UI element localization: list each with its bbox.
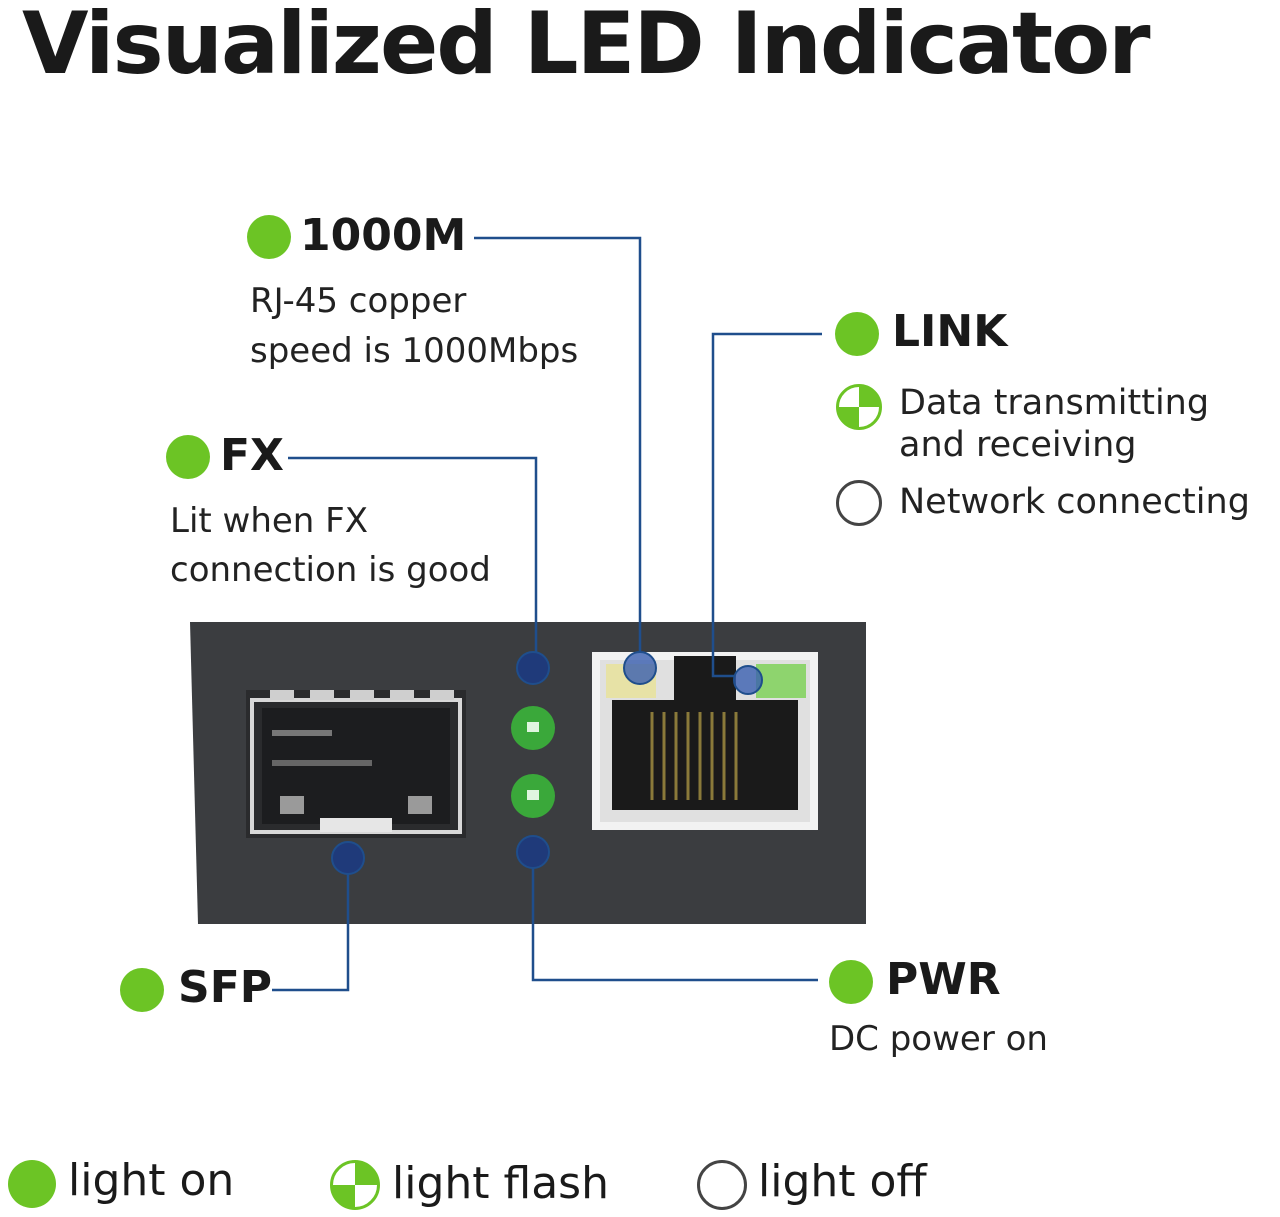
pwr-label: PWR [886,954,1001,1005]
fx-label: FX [220,430,284,481]
link-flash-desc-line-1: Data transmitting [899,383,1210,423]
sfp-port [246,690,466,838]
pwr-led-marker [516,835,550,869]
legend-off-dot [697,1160,747,1210]
callout-lines [272,236,822,992]
rj45-port [592,651,818,830]
pwr-on-dot [829,960,873,1004]
pwr-desc: DC power on [829,1019,1048,1059]
m1000-on-dot [247,215,291,259]
m1000-led-marker [623,651,657,685]
sfp-label: SFP [178,962,272,1013]
link-off-desc: Network connecting [899,482,1250,522]
fx-on-dot [166,435,210,479]
sfp-on-dot [120,968,164,1012]
sfp-led-marker [331,841,365,875]
fx-led-marker [516,651,550,685]
link-flash-desc-line-2: and receiving [899,425,1137,465]
fx-desc-line-1: Lit when FX [170,501,369,541]
m1000-label: 1000M [300,210,467,261]
link-label: LINK [892,306,1008,357]
legend-on-dot [8,1160,56,1208]
legend-flash-label: light flash [392,1158,609,1209]
page-title: Visualized LED Indicator [22,0,1151,94]
link-flash-dot [836,384,882,430]
link-off-dot [836,480,882,526]
fx-desc-line-2: connection is good [170,550,491,590]
m1000-desc-line-1: RJ-45 copper [250,281,467,321]
link-led-marker [733,665,763,695]
legend-flash-dot [330,1160,380,1210]
link-on-dot [835,312,879,356]
legend-on-label: light on [68,1155,235,1206]
legend-off-label: light off [758,1156,927,1207]
m1000-desc-line-2: speed is 1000Mbps [250,331,579,371]
